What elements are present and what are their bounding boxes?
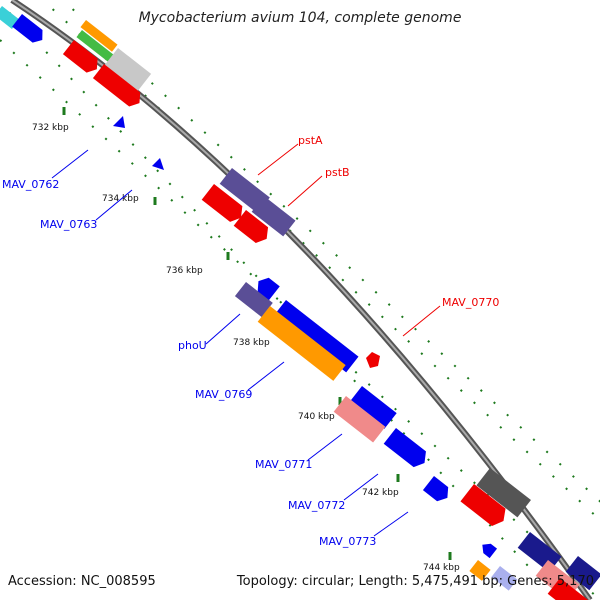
tick-label-738: 738 kbp xyxy=(233,338,270,348)
label-leaders xyxy=(51,143,441,537)
gene-blue-4 xyxy=(383,428,426,468)
gene-red-1 xyxy=(62,40,98,73)
gene-features xyxy=(0,6,600,600)
gene-green xyxy=(76,30,114,62)
gene-red-2 xyxy=(92,64,141,107)
tick-label-736: 736 kbp xyxy=(166,266,203,276)
gene-blue-small xyxy=(257,277,280,301)
accession-text: Accession: NC_008595 xyxy=(8,574,156,589)
label-MAV_0772: MAV_0772 xyxy=(288,499,345,512)
gene-orange xyxy=(80,20,118,52)
label-MAV_0763: MAV_0763 xyxy=(40,218,97,231)
gene-blue-5 xyxy=(422,476,449,502)
gene-red-3 xyxy=(233,210,269,243)
gene-pstB xyxy=(251,196,296,237)
gene-red-hex xyxy=(366,352,380,368)
gene-orange-long xyxy=(257,306,346,381)
label-phoU: phoU xyxy=(178,339,207,352)
gene-lightblue xyxy=(491,566,518,591)
label-MAV_0769: MAV_0769 xyxy=(195,388,252,401)
tick-label-742: 742 kbp xyxy=(362,488,399,498)
tick-label-740: 740 kbp xyxy=(298,412,335,422)
label-pstA: pstA xyxy=(298,134,323,147)
gene-pstA xyxy=(219,168,270,214)
gene-red-5 xyxy=(547,578,592,600)
genome-summary-text: Topology: circular; Length: 5,475,491 bp… xyxy=(236,574,594,589)
tick-label-744: 744 kbp xyxy=(423,563,460,573)
gene-darkgray xyxy=(476,468,531,518)
label-MAV_0762: MAV_0762 xyxy=(2,178,59,191)
gene-red-4 xyxy=(460,484,506,526)
gene-orange-2 xyxy=(469,560,491,581)
gene-navy-2 xyxy=(565,556,600,591)
gene-blue-6 xyxy=(482,543,498,559)
map-title: Mycobacterium avium 104, complete genome xyxy=(138,10,462,26)
gene-pink xyxy=(333,396,386,443)
gene-marker-2 xyxy=(152,158,164,170)
gene-marker-1 xyxy=(113,116,125,128)
label-MAV_0771: MAV_0771 xyxy=(255,458,312,471)
gene-cyan xyxy=(0,6,20,30)
label-pstB: pstB xyxy=(325,166,350,179)
label-MAV_0770: MAV_0770 xyxy=(442,296,499,309)
gene-pstB-red xyxy=(201,184,243,222)
gene-blue-arrow xyxy=(12,14,43,43)
gene-blue-long xyxy=(273,300,359,373)
gene-labels: pstA pstB MAV_0770 MAV_0762 MAV_0763 pho… xyxy=(2,134,499,548)
label-MAV_0773: MAV_0773 xyxy=(319,535,376,548)
gene-phoU xyxy=(234,282,273,318)
gene-blue-3 xyxy=(349,386,397,429)
tick-label-732: 732 kbp xyxy=(32,123,69,133)
gene-gray xyxy=(104,48,152,92)
